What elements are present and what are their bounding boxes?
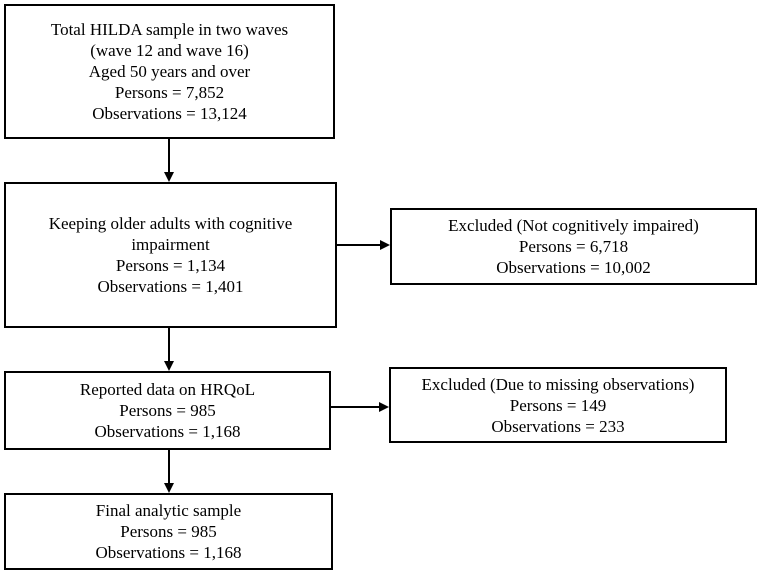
node-text-line: Excluded (Due to missing observations)	[421, 374, 695, 394]
arrow-cognitive-to-excluded	[337, 239, 390, 251]
node-text-line: Keeping older adults with cognitive	[48, 214, 293, 233]
arrow-total-to-cognitive	[163, 139, 175, 182]
arrow-head-down-icon	[164, 172, 174, 182]
arrow-head-right-icon	[379, 402, 389, 412]
node-total-sample: Total HILDA sample in two waves (wave 12…	[4, 4, 335, 139]
node-excluded-missing: Excluded (Due to missing observations) P…	[389, 367, 727, 443]
node-text-line: Aged 50 years and over	[88, 62, 251, 81]
node-text-line: Persons = 985	[120, 522, 217, 541]
node-text-line: impairment	[131, 235, 210, 254]
node-text-line: Final analytic sample	[95, 501, 242, 520]
node-cognitive-impairment: Keeping older adults with cognitive impa…	[4, 182, 337, 328]
arrow-cognitive-to-hrqol	[163, 328, 175, 371]
node-excluded-not-impaired: Excluded (Not cognitively impaired) Pers…	[390, 208, 757, 285]
arrow-shaft	[168, 139, 170, 172]
arrow-head-down-icon	[164, 361, 174, 371]
node-text-line: Observations = 1,168	[94, 422, 241, 441]
node-text-line: Persons = 1,134	[115, 256, 226, 275]
node-text-line: (wave 12 and wave 16)	[90, 41, 249, 60]
node-text-line: Observations = 1,168	[95, 543, 242, 562]
node-reported-hrqol: Reported data on HRQoL Persons = 985 Obs…	[4, 371, 331, 450]
arrow-shaft	[168, 328, 170, 361]
arrow-shaft	[337, 244, 380, 246]
node-text-line: Excluded (Not cognitively impaired)	[448, 216, 699, 235]
arrow-shaft	[331, 406, 379, 408]
node-final-sample: Final analytic sample Persons = 985 Obse…	[4, 493, 333, 570]
node-text-line: Persons = 6,718	[518, 237, 629, 256]
node-text-line: Observations = 13,124	[92, 104, 247, 123]
arrow-shaft	[168, 450, 170, 483]
node-text-line: Persons = 985	[119, 401, 216, 420]
arrow-head-down-icon	[164, 483, 174, 493]
node-text-line: Observations = 10,002	[496, 258, 651, 277]
node-text-line: Observations = 1,401	[97, 277, 244, 296]
node-text-line: Persons = 7,852	[114, 83, 225, 102]
node-text-line: Persons = 149	[509, 395, 607, 415]
node-text-line: Observations = 233	[491, 416, 625, 436]
arrow-head-right-icon	[380, 240, 390, 250]
arrow-hrqol-to-excluded	[331, 401, 389, 413]
node-text-line: Total HILDA sample in two waves	[50, 20, 289, 39]
node-text-line: Reported data on HRQoL	[79, 380, 256, 399]
arrow-hrqol-to-final	[163, 450, 175, 493]
